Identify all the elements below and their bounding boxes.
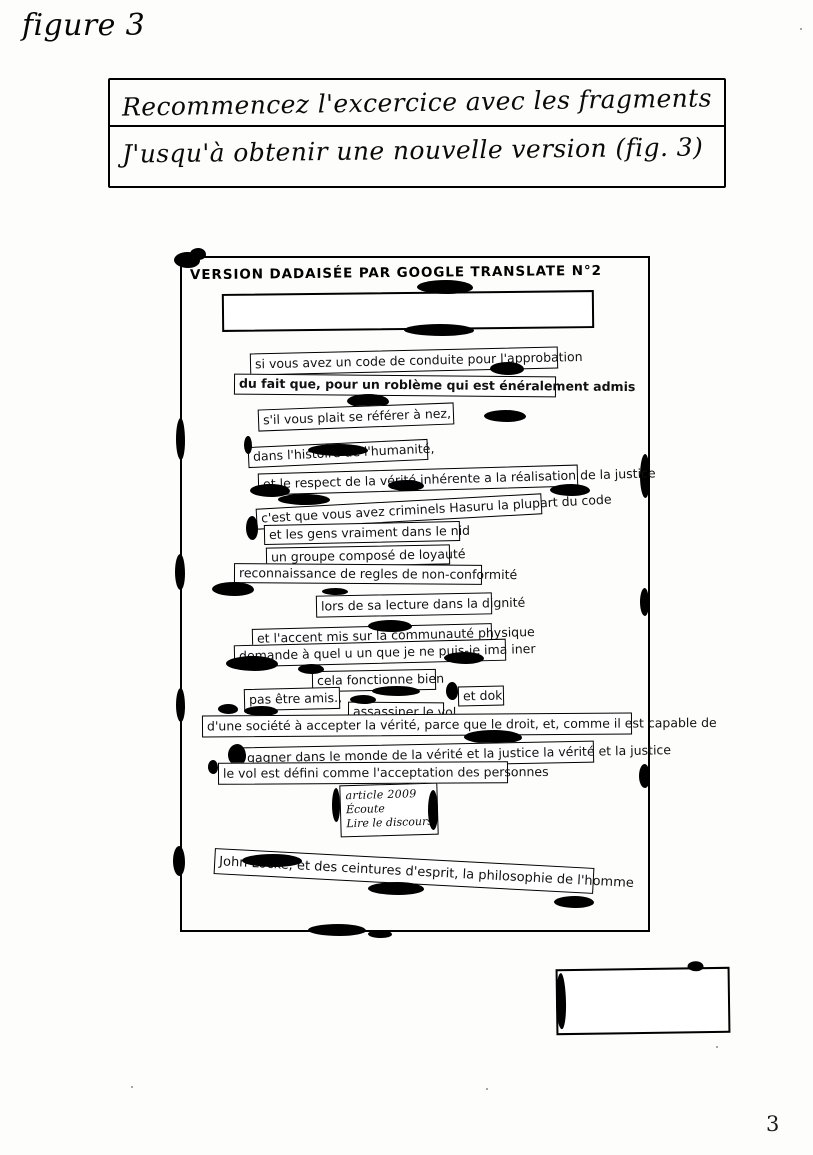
ink-blot [190,248,206,260]
ink-blot [332,788,340,822]
ink-blot [417,280,473,294]
ink-blot [278,494,330,505]
ink-blot [368,620,412,632]
ink-blot [555,973,567,1030]
note-line-lire-le-discours: Lire le discours [346,814,434,831]
ink-blot [368,882,424,895]
ink-blot [640,588,649,616]
ink-blot [212,582,254,596]
ink-blot [218,704,238,714]
ink-blot [640,454,650,498]
ink-blot [446,682,458,700]
ink-blot [388,480,424,491]
fragment-strip: reconnaissance de regles de non-conformi… [233,563,517,585]
page-number: 3 [766,1112,780,1136]
scan-speck [716,1046,718,1048]
ink-blot [464,730,522,744]
ink-blot [350,695,376,704]
fragment-strip: et dok [457,685,505,707]
ink-blot [176,418,185,460]
fragment-strip: et le respect de la vérité inhérente a l… [257,464,656,496]
ink-blot [484,410,526,422]
ink-blot [550,484,590,496]
ink-blot [404,324,474,336]
ink-blot [368,930,392,938]
fragment-strip: s'il vous plait se référer à nez, [257,402,455,432]
ink-blot [428,790,438,830]
collage-title-strip [221,290,595,332]
header-handwriting-block: Recommencez l'excercice avec les fragmen… [108,78,726,188]
figure-caption-box [555,961,731,1036]
scan-speck [800,28,802,30]
fragment-strip: d'une société à accepter la vérité, parc… [201,712,717,738]
collage-title: VERSION DADAISÉE PAR GOOGLE TRANSLATE N°… [189,262,602,284]
ink-blot [226,656,278,671]
ink-blot [490,362,524,375]
fragment-strip: lors de sa lecture dans la dignité [315,592,525,618]
ink-blot [246,516,258,540]
scan-speck [486,1088,488,1090]
ink-blot [228,744,246,766]
ink-blot [298,664,324,674]
ink-blot [242,854,302,867]
header-frame [108,78,726,188]
ink-blot [176,688,185,722]
ink-blot [308,444,368,456]
fragment-strip: du fait que, pour un roblème qui est éné… [233,373,635,398]
scan-speck [131,1086,133,1088]
note-line-ecoute: Écoute [345,802,385,817]
collage-frame: VERSION DADAISÉE PAR GOOGLE TRANSLATE N°… [173,248,717,938]
fragment-strip: et les gens vraiment dans le nid [263,520,470,546]
ink-blot [244,706,278,716]
figure-caption: figure 3 [22,8,146,43]
ink-blot [639,764,650,788]
ink-blot [372,686,420,696]
ink-blot [175,554,185,590]
ink-blot [687,961,704,972]
ink-blot [308,924,366,936]
ink-blot [250,484,290,497]
ink-blot [554,896,594,908]
ink-blot [173,846,185,876]
handwritten-note-strip: article 2009 Écoute Lire le discours [339,782,439,838]
note-line-article: article 2009 [345,787,417,803]
header-divider-rule [108,125,726,127]
ink-blot [244,436,252,454]
ink-blot [208,760,218,774]
ink-blot [322,588,348,595]
fragment-strip: le vol est défini comme l'acceptation de… [217,761,549,785]
ink-blot [444,652,484,664]
